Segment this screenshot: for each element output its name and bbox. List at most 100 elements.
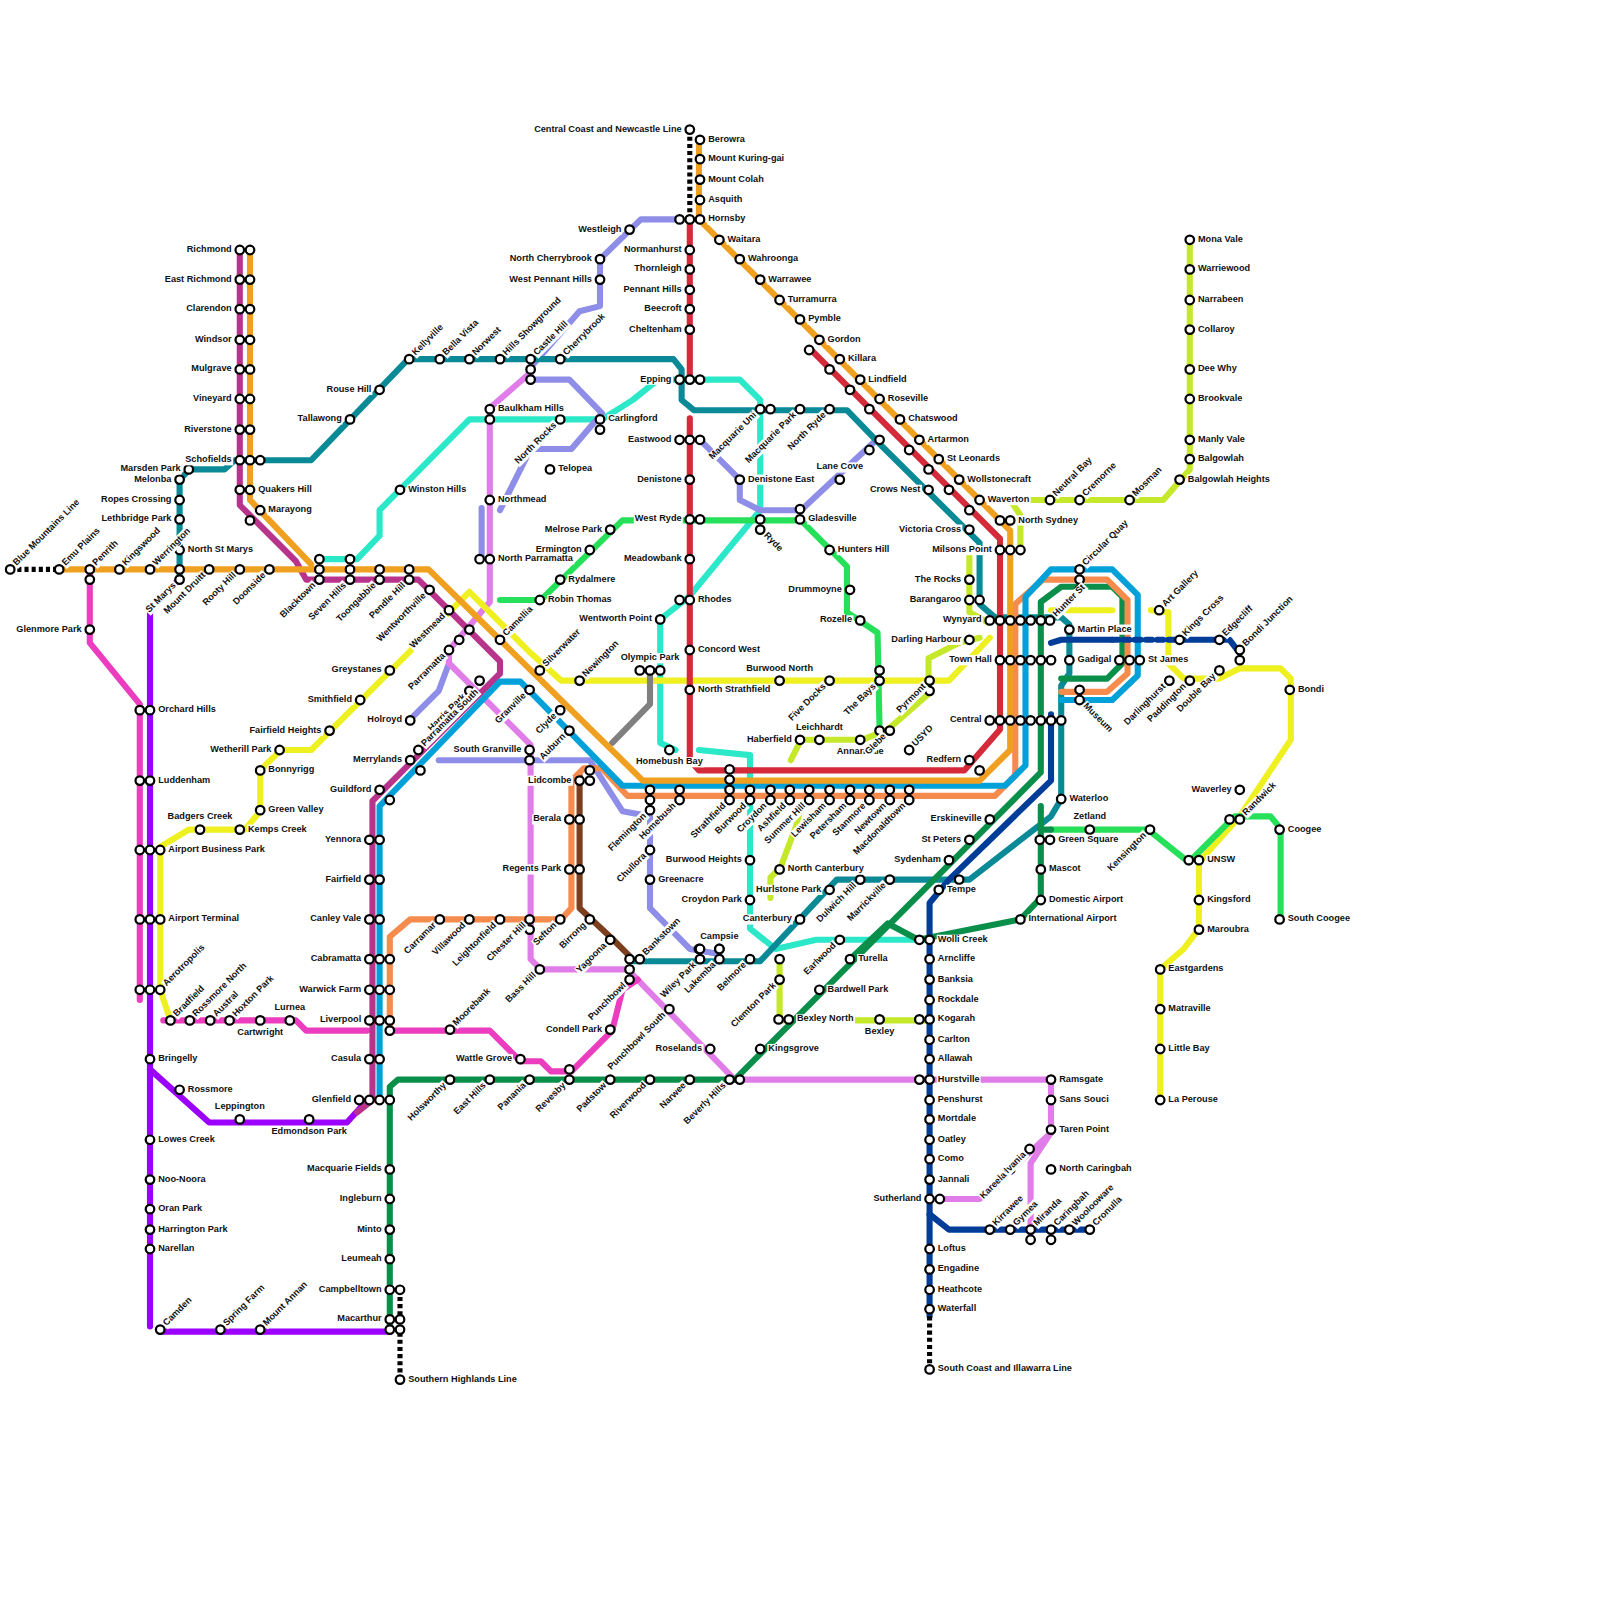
station-dot <box>665 746 674 755</box>
station-dot <box>836 355 845 364</box>
station-dot <box>1047 656 1056 665</box>
station-dot <box>924 486 933 495</box>
station-label: Oran Park <box>157 1204 203 1214</box>
station-dot <box>536 965 545 974</box>
station-dot <box>675 215 684 224</box>
station-dot <box>675 596 684 605</box>
station-dot <box>1046 836 1055 845</box>
station-dot <box>774 1015 783 1024</box>
station-dot <box>675 375 684 384</box>
station-dot <box>475 676 484 685</box>
station-dot <box>675 436 684 445</box>
station-label: Town Hall <box>948 655 993 665</box>
station-dot <box>1225 815 1234 824</box>
station-label: Killara <box>847 354 877 364</box>
station-dot <box>656 615 665 624</box>
rail-line <box>160 1329 390 1335</box>
station-label: Collaroy <box>1197 325 1236 335</box>
station-label: Southern Highlands Line <box>407 1375 518 1385</box>
station-label: North Cherrybrook <box>509 254 593 264</box>
station-label: Domestic Airport <box>1048 895 1124 905</box>
station-dot <box>6 565 15 574</box>
station-dot <box>736 255 745 264</box>
station-dot <box>775 865 784 874</box>
station-dot <box>236 825 245 834</box>
station-dot <box>696 155 705 164</box>
station-dot <box>1184 856 1193 865</box>
station-dot <box>256 766 265 775</box>
station-label: Rockdale <box>937 995 980 1005</box>
station-label: Concord West <box>697 645 761 655</box>
station-dot <box>1037 865 1046 874</box>
station-dot <box>86 625 95 634</box>
station-dot <box>1125 496 1134 505</box>
station-label: Westmead <box>408 611 449 652</box>
station-dot <box>386 796 395 805</box>
station-label: Campbelltown <box>318 1285 383 1295</box>
station-dot <box>246 305 255 314</box>
station-dot <box>945 486 954 495</box>
station-label: Richmond <box>186 245 233 255</box>
station-dot <box>236 336 245 345</box>
station-label: Casula <box>330 1054 362 1064</box>
station-dot <box>815 336 824 345</box>
station-dot <box>965 525 974 534</box>
rail-line <box>612 668 650 742</box>
station-label: Bondi <box>1297 685 1325 695</box>
station-label: Chatswood <box>907 414 959 424</box>
station-label: Wahroonga <box>747 254 799 264</box>
station-dot <box>896 415 905 424</box>
station-label: Gladesville <box>807 514 858 524</box>
station-dot <box>246 456 255 465</box>
station-dot <box>1156 1045 1165 1054</box>
station-dot <box>796 915 805 924</box>
station-dot <box>236 305 245 314</box>
station-dot <box>1026 656 1035 665</box>
station-dot <box>375 915 384 924</box>
station-dot <box>796 505 805 514</box>
station-dot <box>236 425 245 434</box>
station-dot <box>606 525 615 534</box>
station-label: Asquith <box>707 195 743 205</box>
station-dot <box>265 565 274 574</box>
station-dot <box>775 975 784 984</box>
station-label: Pymble <box>807 314 842 324</box>
station-dot <box>925 955 934 964</box>
station-dot <box>1086 1225 1095 1234</box>
station-dot <box>886 726 895 735</box>
station-dot <box>236 456 245 465</box>
station-dot <box>586 766 595 775</box>
station-dot <box>355 1096 364 1105</box>
station-dot <box>136 846 145 855</box>
station-dot <box>1156 1096 1165 1105</box>
rail-line <box>240 250 500 1112</box>
station-label: Kemps Creek <box>247 825 308 835</box>
station-label: Victoria Cross <box>898 525 962 535</box>
station-label: Ryde <box>761 530 785 554</box>
station-dot <box>925 1286 934 1295</box>
station-dot <box>856 736 865 745</box>
rail-line <box>324 380 760 750</box>
station-dot <box>146 1205 155 1214</box>
station-label: Ropes Crossing <box>100 495 172 505</box>
station-dot <box>405 355 414 364</box>
station-dot <box>175 575 184 584</box>
station-dot <box>925 676 934 685</box>
station-label: Clarendon <box>185 304 232 314</box>
station-dot <box>1195 896 1204 905</box>
station-label: Coogee <box>1287 825 1323 835</box>
station-label: Hornsby <box>707 214 746 224</box>
station-dot <box>1156 965 1165 974</box>
station-dot <box>1047 1125 1056 1134</box>
station-dot <box>575 815 584 824</box>
rail-line <box>1041 827 1051 833</box>
station-dot <box>996 656 1005 665</box>
station-label: Meadowbank <box>623 554 683 564</box>
station-dot <box>1025 1145 1034 1154</box>
station-label: Greystanes <box>331 665 383 675</box>
station-label: Edmondson Park <box>270 1127 348 1137</box>
station-dot <box>996 716 1005 725</box>
station-dot <box>784 1015 793 1024</box>
station-label: St James <box>1147 655 1189 665</box>
station-label: Martin Place <box>1077 625 1133 635</box>
